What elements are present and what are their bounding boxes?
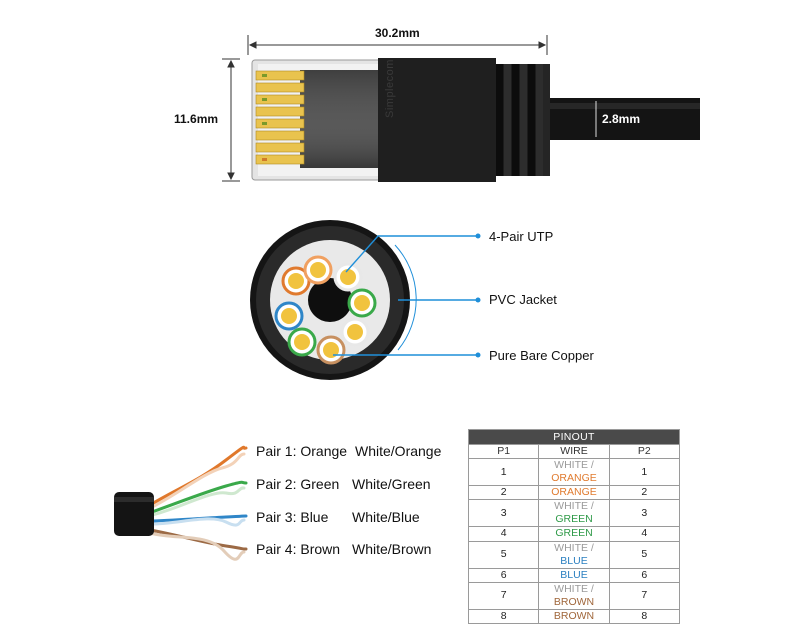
cable-diameter-label: 2.8mm: [602, 112, 641, 126]
rj45-connector: [251, 58, 700, 182]
wire-color-name: ORANGE: [551, 472, 597, 485]
pinout-wire-cell: WHITE / GREEN: [538, 499, 610, 528]
pinout-p2-cell: 8: [608, 608, 681, 624]
wire-color-name: BROWN: [553, 609, 595, 622]
pinout-p2-cell: 3: [608, 499, 681, 528]
pinout-row: 4 GREEN 4: [467, 526, 681, 542]
label-4-pair-utp: 4-Pair UTP: [489, 229, 554, 244]
pinout-wire-cell: ORANGE: [538, 485, 610, 501]
pinout-wire-cell: WHITE / BLUE: [538, 540, 610, 569]
pinout-p1-cell: 4: [467, 526, 540, 542]
wire-white-prefix: WHITE /: [554, 582, 594, 595]
wire-white-prefix: WHITE /: [554, 500, 594, 513]
brand-logo-text: Simplecom: [384, 59, 396, 118]
pinout-header-p2: P2: [608, 443, 681, 460]
wire-color-name: GREEN: [555, 527, 593, 540]
wire-color-name: GREEN: [555, 513, 593, 526]
pinout-row: 8 BROWN 8: [467, 608, 681, 624]
pinout-p1-cell: 6: [467, 567, 540, 583]
wire-color-name: ORANGE: [551, 486, 597, 499]
length-dimension-label: 30.2mm: [375, 26, 420, 40]
pinout-p2-cell: 7: [608, 581, 681, 610]
twisted-pairs: [114, 445, 248, 561]
pinout-wire-cell: BROWN: [538, 608, 610, 624]
label-pure-bare-copper: Pure Bare Copper: [489, 348, 594, 363]
pinout-wire-cell: WHITE / ORANGE: [538, 458, 610, 487]
wire-color-name: BLUE: [560, 568, 588, 581]
pair-2-wire: White/Green: [352, 476, 431, 492]
pinout-row: 6 BLUE 6: [467, 567, 681, 583]
pinout-header-wire: WIRE: [538, 443, 610, 460]
pair-4-wire: White/Brown: [352, 541, 432, 557]
wire-white-prefix: WHITE /: [554, 459, 594, 472]
pinout-p2-cell: 2: [608, 485, 681, 501]
cable-illustration: [114, 35, 700, 561]
wire-color-name: BLUE: [560, 554, 588, 567]
pair-4-name: Pair 4: Brown: [256, 541, 341, 557]
label-pvc-jacket: PVC Jacket: [489, 292, 557, 307]
pinout-wire-cell: BLUE: [538, 567, 610, 583]
height-dimension-label: 11.6mm: [174, 112, 219, 126]
pinout-p2-cell: 4: [608, 526, 681, 542]
wire-white-prefix: WHITE /: [554, 541, 594, 554]
wire-color-name: BROWN: [553, 595, 595, 608]
pinout-p1-cell: 5: [467, 540, 540, 569]
pinout-p2-cell: 5: [608, 540, 681, 569]
pinout-wire-cell: GREEN: [538, 526, 610, 542]
pinout-p1-cell: 2: [467, 485, 540, 501]
dimension-height: [222, 58, 240, 182]
pinout-p1-cell: 1: [467, 458, 540, 487]
pair-2-name: Pair 2: Green: [256, 476, 340, 492]
cable-cross-section: [250, 220, 410, 380]
pinout-p1-cell: 7: [467, 581, 540, 610]
pair-3-wire: White/Blue: [352, 509, 420, 525]
callout-lines: [333, 235, 478, 356]
dimension-length: [247, 35, 548, 55]
pinout-p1-cell: 3: [467, 499, 540, 528]
pair-1-wire: White/Orange: [355, 443, 442, 459]
pair-1-name: Pair 1: Orange: [256, 443, 348, 459]
pair-3-name: Pair 3: Blue: [256, 509, 329, 525]
pinout-row: 2 ORANGE 2: [467, 485, 681, 501]
pinout-header-p1: P1: [467, 443, 540, 460]
pinout-p2-cell: 6: [608, 567, 681, 583]
contact-pins: [255, 70, 305, 165]
pinout-wire-cell: WHITE / BROWN: [538, 581, 610, 610]
pinout-p1-cell: 8: [467, 608, 540, 624]
callout-dots: [475, 233, 481, 358]
pinout-p2-cell: 1: [608, 458, 681, 487]
pinout-title: PINOUT: [468, 429, 680, 445]
